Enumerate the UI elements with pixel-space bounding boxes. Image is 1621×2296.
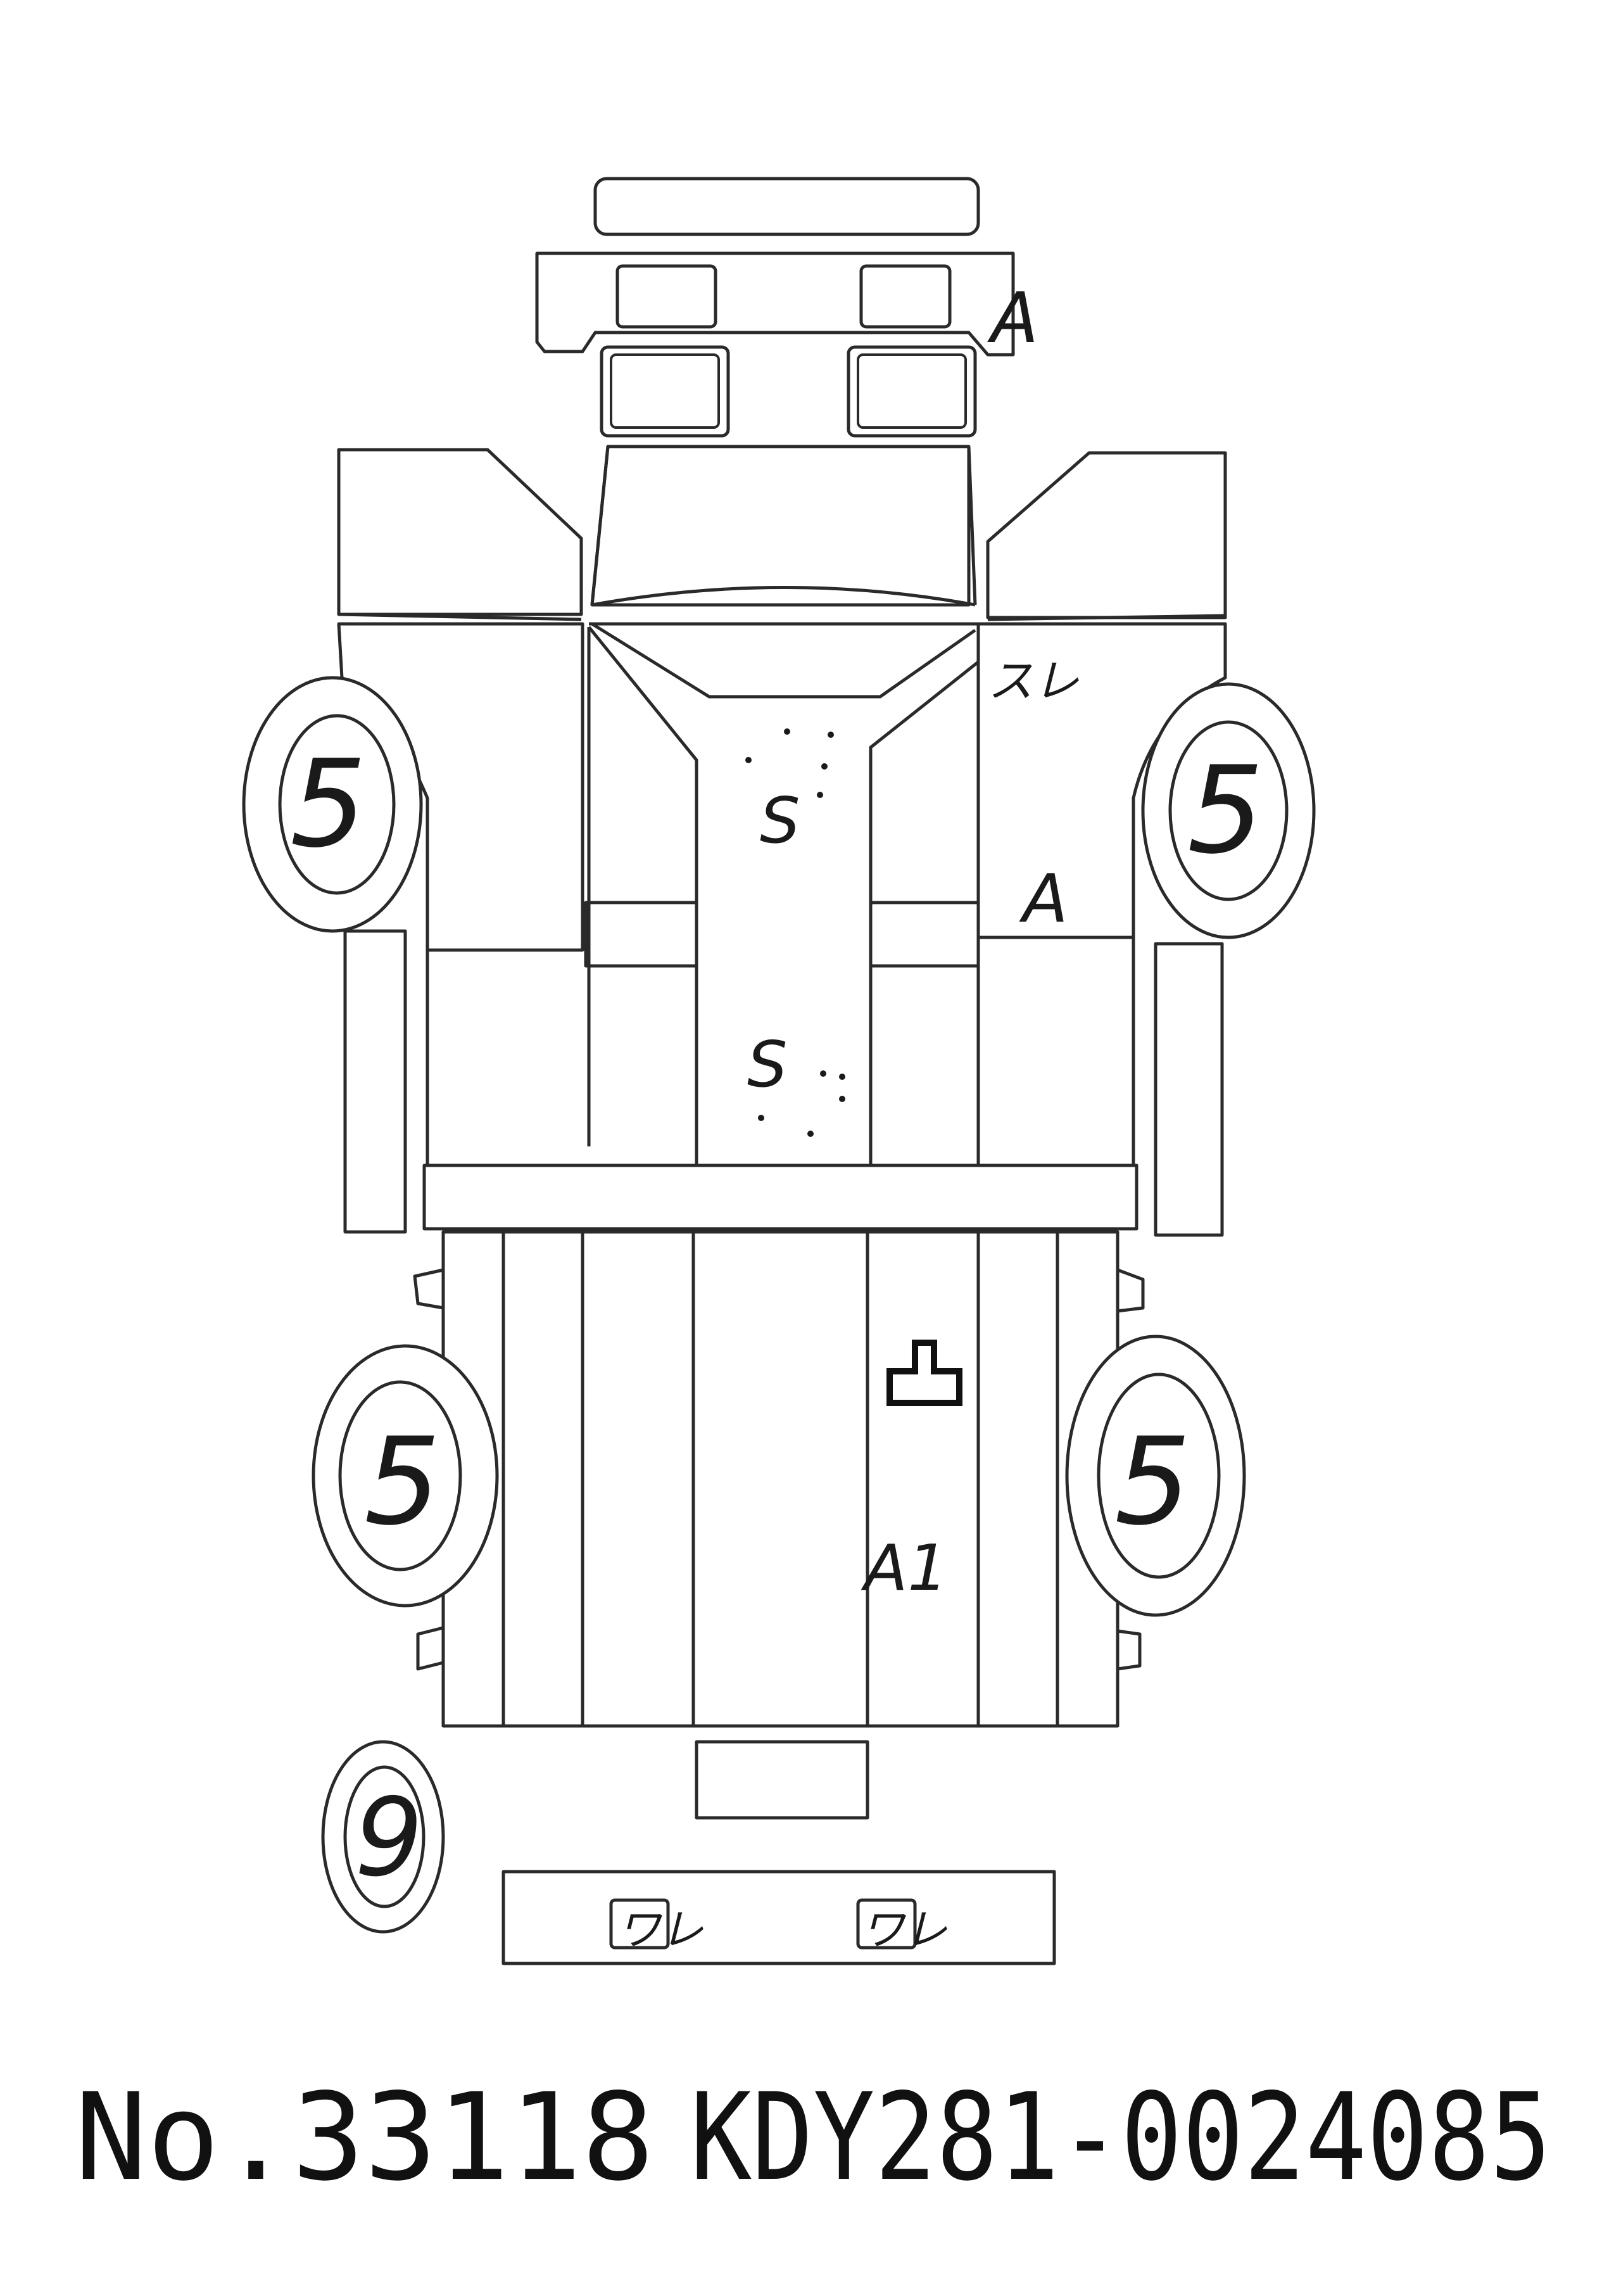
body-middle-left bbox=[426, 950, 586, 1167]
damage-dots-front bbox=[745, 728, 834, 798]
mudflap-front-left bbox=[413, 1268, 445, 1310]
side-step-left bbox=[343, 929, 407, 1234]
mudflap-rear-left bbox=[416, 1626, 445, 1671]
spare-tire bbox=[321, 1740, 445, 1934]
mark-rear-lamp-left: ワレ bbox=[617, 1905, 703, 1955]
mark-tire-front-right: 5 bbox=[1187, 740, 1264, 880]
rear-hitch bbox=[695, 1740, 869, 1820]
mark-rear-lamp-right: ワレ bbox=[861, 1905, 947, 1955]
tire-rear-left bbox=[312, 1344, 499, 1608]
rear-bumper bbox=[501, 1870, 1056, 1965]
mark-right-front-door: A bbox=[1019, 860, 1068, 937]
hood-right-edge bbox=[967, 446, 977, 606]
front-fog-lamp-right bbox=[859, 264, 952, 329]
front-fender-left bbox=[337, 448, 583, 616]
a-pillar-right bbox=[869, 627, 980, 1165]
mudflap-rear-right bbox=[1116, 1629, 1142, 1671]
tire-rear-right bbox=[1065, 1335, 1246, 1617]
front-bumper bbox=[535, 251, 1015, 357]
hood-group bbox=[589, 445, 978, 699]
body-middle-right bbox=[978, 937, 1135, 1167]
rear-lamp-right bbox=[856, 1898, 917, 1950]
hood bbox=[590, 445, 971, 607]
hood-left-edge bbox=[590, 446, 610, 606]
rear-lamp-left bbox=[609, 1898, 670, 1950]
headlamp-left-outer bbox=[600, 345, 730, 438]
roof-crossbar-right bbox=[869, 901, 980, 968]
front-bumper-group bbox=[535, 177, 1015, 438]
mark-spare-tire: 9 bbox=[355, 1775, 423, 1901]
fender-left-line bbox=[338, 612, 582, 621]
front-fender-left-group bbox=[337, 448, 583, 621]
front-fog-lamp-left bbox=[615, 264, 717, 329]
truck-bed bbox=[441, 1230, 1120, 1728]
roof-crossbar-left bbox=[584, 901, 698, 968]
mark-tire-rear-left: 5 bbox=[364, 1412, 441, 1552]
headlamp-right-inner bbox=[857, 353, 967, 429]
windshield bbox=[591, 622, 976, 699]
mark-right-front-pillar: スレ bbox=[988, 654, 1079, 707]
body-group bbox=[337, 622, 1227, 1965]
fender-right-line bbox=[987, 614, 1226, 621]
tire-front-right bbox=[1141, 682, 1316, 939]
chassis-number: KDY281-0024085 bbox=[690, 2067, 1551, 2207]
front-fender-right bbox=[986, 451, 1227, 619]
front-grille-top bbox=[593, 177, 980, 236]
mark-tire-front-left: 5 bbox=[290, 734, 367, 874]
mark-tire-rear-right: 5 bbox=[1114, 1412, 1191, 1552]
tire-front-left bbox=[242, 676, 423, 933]
headlamp-left-inner bbox=[610, 353, 720, 429]
mark-roof-front: S bbox=[760, 783, 800, 858]
mudflap-front-right bbox=[1116, 1268, 1145, 1313]
a-pillar-left bbox=[587, 626, 698, 1165]
lot-number: No.33118 bbox=[75, 2067, 654, 2207]
side-step-right bbox=[1154, 942, 1224, 1237]
cowl-curve bbox=[591, 586, 976, 607]
mark-roof-middle: S bbox=[747, 1027, 787, 1101]
roof-rack-symbol bbox=[886, 1340, 962, 1406]
front-fender-right-group bbox=[986, 451, 1227, 621]
mark-front-bumper: A bbox=[987, 277, 1038, 358]
cab-rear-bar bbox=[422, 1164, 1138, 1231]
headlamp-right-outer bbox=[847, 345, 977, 438]
damage-dots-middle bbox=[758, 1070, 845, 1137]
mark-rear-roof: A1 bbox=[861, 1531, 948, 1605]
